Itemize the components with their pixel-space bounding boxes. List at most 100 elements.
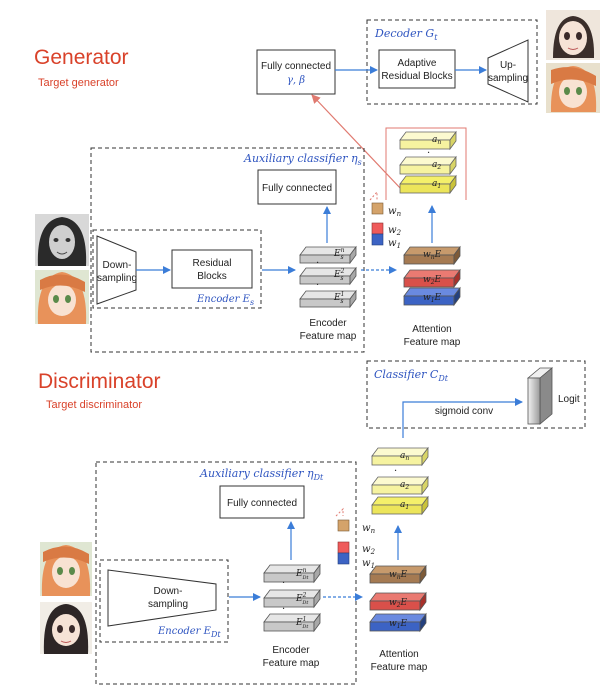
- disc-att-layer-2: w2E: [369, 591, 427, 612]
- svg-text:w2E: w2E: [423, 275, 442, 286]
- svg-text:w2: w2: [362, 544, 376, 556]
- disc-downsampling-line1: Down-: [154, 586, 183, 597]
- decoder-box: [366, 19, 538, 105]
- disc-input-face-image-anime: [40, 542, 92, 596]
- disc-input-face-image-dark: [40, 602, 92, 654]
- upsampling-line1: Up-: [500, 60, 516, 71]
- gen-a-feature-map: an a2 a1 ·: [399, 130, 457, 195]
- input-face-image-anime: [35, 270, 89, 324]
- disc-att-layer-1: w1E: [369, 612, 427, 633]
- disc-enc-map-line1: Encoder: [272, 645, 310, 656]
- disc-att-map-line2: Feature map: [371, 662, 428, 673]
- gen-downsampling-line2: sampling: [97, 273, 137, 284]
- gen-downsampling-trapezoid: [96, 235, 137, 305]
- disc-aux-fc-label: Fully connected: [227, 498, 297, 509]
- gen-att-layer-1: w1E: [403, 286, 461, 307]
- disc-weight-cubes: wn w2 w1: [337, 519, 376, 570]
- svg-text:an: an: [432, 135, 441, 146]
- sigmoid-conv-label: sigmoid conv: [435, 406, 493, 417]
- disc-a-feature-map: an a2 a1 ·: [371, 446, 429, 516]
- svg-text:wn: wn: [388, 206, 402, 218]
- arrow-a-to-logit: [402, 398, 523, 438]
- disc-downsampling-trapezoid: [107, 569, 217, 627]
- svg-text:a2: a2: [432, 160, 441, 171]
- decoder-fc-box: [256, 49, 336, 95]
- svg-text:w1: w1: [388, 238, 401, 250]
- decoder-label: Decoder Gt: [374, 27, 438, 42]
- disc-enc-map-line2: Feature map: [263, 658, 320, 669]
- output-face-image-2: [546, 63, 600, 113]
- disc-a-layer-n: an: [371, 446, 429, 467]
- svg-text:·: ·: [282, 604, 285, 615]
- gen-encoder-label: Encoder Es: [196, 294, 254, 307]
- gen-weight-bracket: [369, 190, 378, 201]
- adaptive-res-line1: Adaptive: [398, 58, 437, 69]
- output-face-image-1: [546, 10, 600, 60]
- disc-att-layer-n: wnE: [369, 564, 427, 585]
- svg-text:E2s: E2s: [333, 268, 345, 282]
- gen-att-map-line2: Feature map: [404, 337, 461, 348]
- svg-text:a2: a2: [400, 480, 409, 491]
- svg-text:wn: wn: [362, 523, 376, 535]
- gen-encoder-box: [92, 229, 262, 309]
- gen-weight-cubes: wn w2 w1: [371, 202, 402, 250]
- gen-att-layer-n: wnE: [403, 245, 461, 266]
- disc-downsampling-line2: sampling: [148, 599, 188, 610]
- gen-att-map-line1: Attention: [412, 324, 451, 335]
- gen-aux-fc-label: Fully connected: [262, 183, 332, 194]
- classifier-box: [366, 360, 586, 429]
- svg-text:w1E: w1E: [389, 619, 408, 630]
- gen-a-bracket: [385, 127, 467, 200]
- generator-title: Generator: [34, 46, 129, 69]
- svg-text:E1s: E1s: [333, 291, 344, 305]
- gen-enc-map-line2: Feature map: [300, 331, 357, 342]
- disc-aux-fc-box: [219, 485, 305, 519]
- gen-residual-line1: Residual: [193, 258, 232, 269]
- disc-encoder-box: [99, 559, 229, 643]
- svg-text:·: ·: [427, 148, 430, 159]
- svg-text:·: ·: [316, 258, 319, 269]
- gen-aux-label: Auxiliary classifier ηs: [243, 152, 362, 167]
- svg-text:an: an: [400, 451, 409, 462]
- svg-text:wnE: wnE: [389, 570, 408, 581]
- disc-attention-feature-map: wnE w2E w1E: [369, 564, 427, 633]
- svg-text:·: ·: [282, 578, 285, 589]
- gen-a-layer-1: a1: [399, 174, 457, 195]
- logit-block: [526, 367, 554, 425]
- svg-text:w2: w2: [388, 225, 402, 237]
- svg-text:·: ·: [394, 466, 397, 477]
- arrow-attention-to-decoder: [311, 94, 403, 191]
- decoder-fc-line2: γ, β: [287, 75, 305, 86]
- classifier-label: Classifier CDt: [374, 368, 449, 383]
- logit-label: Logit: [558, 394, 580, 405]
- disc-a-layer-1: a1: [371, 495, 429, 516]
- svg-text:w1E: w1E: [423, 293, 442, 304]
- svg-text:w1: w1: [362, 558, 375, 570]
- gen-att-layer-2: w2E: [403, 268, 461, 289]
- disc-aux-label: Auxiliary classifier ηDt: [199, 467, 324, 482]
- gen-downsampling-line1: Down-: [103, 260, 132, 271]
- svg-text:a1: a1: [432, 179, 441, 190]
- upsampling-trapezoid: [487, 39, 529, 103]
- disc-weight-bracket: [335, 507, 344, 517]
- gen-residual-box: [171, 249, 253, 289]
- discriminator-main-box: [95, 461, 357, 685]
- svg-text:a1: a1: [400, 500, 409, 511]
- disc-att-map-line1: Attention: [379, 649, 418, 660]
- disc-encoder-label: Encoder EDt: [157, 626, 221, 639]
- input-face-image-gray: [35, 214, 89, 266]
- gen-aux-fc-box: [257, 169, 337, 205]
- gen-residual-line2: Blocks: [197, 271, 226, 282]
